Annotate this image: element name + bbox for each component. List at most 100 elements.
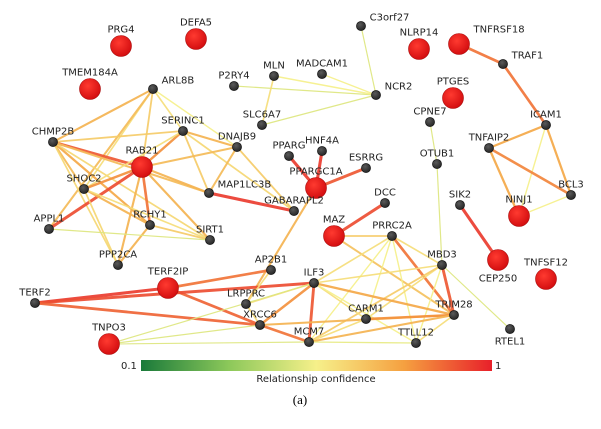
node-slc6a7[interactable] [257, 120, 267, 130]
node-pparg[interactable] [284, 151, 294, 161]
node-rab21[interactable] [131, 156, 153, 178]
edges-layer [33, 25, 573, 345]
node-mbd3[interactable] [437, 260, 447, 270]
node-cep250[interactable] [487, 249, 509, 271]
edge-ilf3-mcm7 [307, 281, 316, 344]
node-madcam1[interactable] [317, 69, 327, 79]
edge-mbd3-ttll12 [415, 264, 443, 344]
node-trim28[interactable] [449, 310, 459, 320]
edge-arl8b-serinc1 [152, 88, 184, 132]
node-ttll12[interactable] [411, 338, 421, 348]
node-rtel1[interactable] [505, 324, 515, 334]
edge-otub1-mbd3 [436, 163, 443, 266]
edge-chmp2b-map1lc3b [51, 140, 211, 195]
node-label-lrpprc: LRPPRC [227, 288, 265, 299]
node-esrrg[interactable] [361, 163, 371, 173]
node-p2ry4[interactable] [229, 81, 239, 91]
node-tnfaip2[interactable] [484, 143, 494, 153]
edge-serinc1-dnajb9 [181, 129, 239, 149]
node-label-pparg: PPARG [273, 140, 306, 151]
edge-sik2-cep250 [458, 203, 500, 262]
node-dcc[interactable] [380, 198, 390, 208]
edge-prrc2a-carm1 [365, 235, 393, 320]
node-traf1[interactable] [498, 59, 508, 69]
node-c3orf27[interactable] [356, 21, 366, 31]
node-label-xrcc6: XRCC6 [243, 309, 277, 320]
node-mcm7[interactable] [304, 337, 314, 347]
node-lrpprc[interactable] [241, 299, 251, 309]
edge-trim28-mcm7 [307, 313, 456, 344]
node-terf2ip[interactable] [157, 277, 179, 299]
node-ncr2[interactable] [371, 90, 381, 100]
edge-icam1-bcl3 [544, 123, 573, 197]
edge-mbd3-mcm7 [308, 264, 443, 343]
node-label-mcm7: MCM7 [294, 326, 325, 337]
node-arl8b[interactable] [148, 84, 158, 94]
edge-serinc1-shoc2 [83, 130, 184, 190]
node-label-carm1: CARM1 [348, 303, 384, 314]
edge-shoc2-rchy1 [82, 187, 152, 227]
edge-ilf3-xrcc6 [258, 281, 316, 327]
node-mln[interactable] [269, 71, 279, 81]
node-maz[interactable] [323, 225, 345, 247]
node-hnf4a[interactable] [317, 146, 327, 156]
node-label-traf1: TRAF1 [511, 50, 544, 61]
scale-title: Relationship confidence [256, 374, 375, 385]
edge-shoc2-ppp2ca [83, 188, 119, 266]
node-ppargc1a[interactable] [305, 177, 327, 199]
node-label-tmem184a: TMEM184A [61, 68, 118, 79]
node-ilf3[interactable] [309, 278, 319, 288]
node-label-tnfrsf18: TNFRSF18 [473, 25, 525, 36]
node-cpne7[interactable] [425, 117, 435, 127]
edge-carm1-trim28 [364, 313, 456, 321]
node-chmp2b[interactable] [48, 137, 58, 147]
node-label-dnajb9: DNAJB9 [218, 131, 256, 142]
node-icam1[interactable] [541, 120, 551, 130]
node-nlrp14[interactable] [408, 38, 430, 60]
node-ninj1[interactable] [508, 205, 530, 227]
node-gabarapl2[interactable] [289, 206, 299, 216]
node-label-chmp2b: CHMP2B [32, 126, 75, 137]
node-sik2[interactable] [455, 200, 465, 210]
node-shoc2[interactable] [79, 184, 89, 194]
node-tnfsf12[interactable] [535, 268, 557, 290]
node-bcl3[interactable] [566, 190, 576, 200]
node-label-cep250: CEP250 [479, 274, 517, 285]
node-label-arl8b: ARL8B [162, 75, 195, 86]
node-ppp2ca[interactable] [113, 260, 123, 270]
node-map1lc3b[interactable] [204, 188, 214, 198]
edge-arl8b-appl1 [47, 87, 155, 231]
node-ptges[interactable] [442, 87, 464, 109]
node-carm1[interactable] [361, 314, 371, 324]
node-terf2[interactable] [30, 298, 40, 308]
node-sirt1[interactable] [205, 235, 215, 245]
node-tnfrsf18[interactable] [448, 33, 470, 55]
node-defa5[interactable] [185, 28, 207, 50]
node-label-nlrp14: NLRP14 [400, 28, 439, 39]
node-tmem184a[interactable] [79, 78, 101, 100]
node-xrcc6[interactable] [255, 320, 265, 330]
node-tnpo3[interactable] [98, 333, 120, 355]
node-serinc1[interactable] [178, 126, 188, 136]
node-label-ilf3: ILF3 [304, 267, 325, 278]
panel-caption: (a) [293, 392, 307, 407]
edge-rab21-sirt1 [140, 165, 212, 242]
node-ap2b1[interactable] [266, 265, 276, 275]
edge-ap2b1-lrpprc [245, 269, 272, 305]
edge-dnajb9-gabarapl2 [236, 146, 295, 212]
node-label-map1lc3b: MAP1LC3B [218, 179, 272, 190]
node-prg4[interactable] [110, 35, 132, 57]
edge-ilf3-carm1 [313, 282, 367, 320]
node-rchy1[interactable] [145, 220, 155, 230]
node-otub1[interactable] [432, 159, 442, 169]
node-prrc2a[interactable] [387, 231, 397, 241]
edge-prrc2a-ttll12 [391, 235, 417, 344]
edge-rchy1-ppp2ca [116, 223, 152, 267]
node-label-hnf4a: HNF4A [305, 135, 339, 146]
edge-prrc2a-mbd3 [391, 235, 443, 266]
edge-ilf3-tnpo3 [108, 282, 315, 345]
node-appl1[interactable] [44, 224, 54, 234]
node-dnajb9[interactable] [232, 142, 242, 152]
node-label-rab21: RAB21 [126, 146, 159, 157]
